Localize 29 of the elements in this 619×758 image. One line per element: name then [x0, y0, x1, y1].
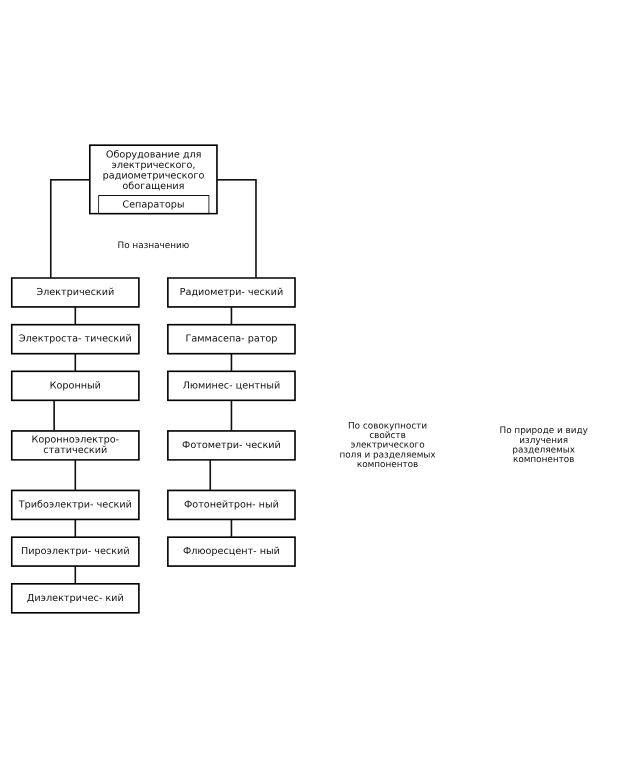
node-box: Радиометри- ческий [167, 277, 296, 308]
node-box: Диэлектричес- кий [10, 583, 140, 614]
node-box: Гаммасепа- ратор [167, 324, 296, 354]
connector [74, 519, 76, 537]
node-box: Электрический [10, 277, 140, 308]
connector [50, 179, 90, 278]
connector [209, 460, 212, 490]
connector [74, 566, 76, 584]
node-box: Коронный [10, 370, 140, 402]
connector [74, 460, 76, 490]
connector [74, 354, 76, 372]
connector [230, 400, 232, 431]
label: По совокупности свойств электрического поля и разделяемых компонентов [339, 421, 436, 470]
label: По природе и виду излучения разделяемых компонентов [500, 426, 588, 466]
node-box: Трибоэлектри- ческий [10, 490, 140, 520]
label: По назначению [118, 241, 190, 252]
node-box: Коронноэлектро- статический [10, 430, 140, 461]
connector [74, 307, 76, 324]
node-box: Пироэлектри- ческий [10, 536, 140, 567]
connector [217, 179, 257, 278]
connector [230, 307, 232, 324]
node-box: Электроста- тический [10, 324, 140, 354]
connector [230, 519, 232, 537]
node-box: Фотометри- ческий [167, 430, 296, 461]
node-box: Флюоресцент- ный [167, 536, 296, 567]
connector [53, 400, 55, 431]
node-box: Фотонейтрон- ный [167, 490, 296, 520]
connector [230, 354, 232, 372]
node-box: Люминес- центный [167, 370, 296, 402]
